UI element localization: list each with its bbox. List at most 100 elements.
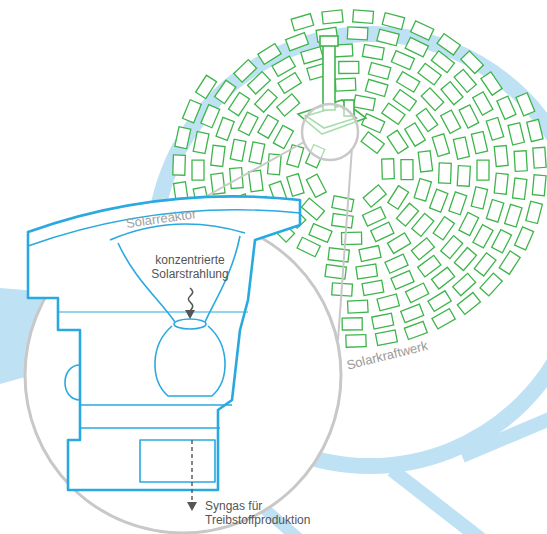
heliostat-mirror — [371, 222, 394, 241]
heliostat-mirror — [362, 45, 384, 60]
heliostat-mirror — [486, 118, 503, 141]
heliostat-mirror — [283, 205, 305, 228]
heliostat-mirror — [363, 207, 386, 226]
heliostat-mirror — [473, 225, 493, 248]
heliostat-mirror — [459, 105, 479, 128]
heliostat-mirror — [405, 37, 428, 57]
light-band — [260, 505, 300, 534]
heliostat-mirror — [391, 271, 414, 290]
heliostat-mirror — [471, 131, 487, 153]
heliostat-mirror — [278, 73, 301, 94]
light-band — [392, 470, 482, 534]
heliostat-mirror — [457, 166, 470, 187]
heliostat-mirror — [401, 304, 424, 322]
heliostat-mirror — [428, 291, 451, 312]
heliostat-mirror — [332, 283, 353, 296]
field-ring — [154, 34, 547, 466]
heliostat-mirror — [414, 178, 431, 201]
heliostat-mirror — [433, 217, 454, 240]
heliostat-mirror — [432, 134, 449, 157]
tower-shaft — [323, 44, 335, 110]
heliostat-mirror — [385, 254, 408, 273]
reactor-outline — [20, 180, 320, 534]
heliostat-mirror — [416, 108, 437, 131]
heliostat-mirror — [441, 110, 461, 133]
heliostat-mirror — [216, 117, 234, 140]
heliostat-mirror — [453, 273, 476, 295]
heliostat-mirror — [183, 100, 202, 123]
heliostat-mirror — [439, 163, 452, 183]
heliostat-mirror — [173, 155, 186, 175]
heliostat-mirror — [365, 79, 388, 96]
tower-platform — [298, 100, 366, 134]
solar-tower — [298, 36, 366, 134]
heliostat-mirror — [175, 127, 191, 149]
heliostat-mirror — [272, 56, 295, 76]
heliostat-mirror — [273, 125, 293, 148]
heliostat-mirror — [421, 88, 443, 111]
reactor-part — [65, 365, 80, 400]
heliostat-mirror — [347, 300, 368, 313]
reactor-aperture — [174, 319, 206, 329]
heliostat-mirror — [505, 204, 522, 227]
heliostat-mirror — [286, 33, 309, 51]
heliostat-mirror — [474, 253, 496, 276]
heliostat-mirror — [533, 147, 546, 168]
heliostat-mirror — [347, 27, 368, 40]
heliostat-mirror — [494, 173, 508, 194]
heliostat-mirror — [449, 192, 467, 215]
heliostat-mirror — [361, 132, 384, 154]
heliostat-mirror — [471, 187, 487, 209]
syngas-arrow — [191, 440, 192, 502]
heliostat-mirror — [480, 273, 502, 296]
reactor-part — [80, 427, 220, 428]
heliostat-mirror — [513, 178, 527, 199]
heliostat-mirror — [173, 182, 188, 204]
heliostat-mirror — [258, 44, 281, 65]
heliostat-mirror — [454, 69, 476, 92]
heliostat-mirror — [418, 151, 432, 172]
heliostat-mirror — [267, 154, 281, 175]
heliostat-mirror — [411, 21, 434, 40]
heliostat-mirror — [301, 198, 324, 220]
heliostat-mirror — [353, 95, 375, 111]
heliostat-mirror — [441, 82, 463, 105]
heliostat-mirror — [527, 119, 543, 141]
heliostat-mirror — [437, 34, 460, 55]
heliostat-mirror — [306, 174, 326, 197]
reactor-part — [80, 404, 232, 405]
heliostat-mirror — [322, 10, 343, 24]
heliostat-mirror — [368, 63, 390, 80]
heliostat-mirror — [301, 47, 324, 64]
heliostat-mirror — [248, 72, 271, 94]
heliostat-mirror — [287, 174, 304, 197]
power-plant-field: Solarkraftwerk — [145, 25, 547, 475]
heliostat-mirror — [412, 213, 434, 236]
heliostat-mirror — [255, 89, 277, 112]
heliostat-mirror — [211, 173, 225, 194]
magnifier-circle — [25, 217, 341, 533]
heliostat-mirror — [272, 220, 295, 243]
heliostat-mirror — [228, 92, 249, 115]
heliostat-mirror — [363, 185, 386, 207]
heliostat-mirror — [431, 51, 454, 73]
heliostat-mirror — [432, 267, 455, 289]
tower-building — [344, 100, 354, 116]
solar-reactor: Solarreaktorkonzentrierte Solarstrahlung — [20, 180, 320, 534]
heliostat-mirror — [291, 14, 314, 31]
heliostat-mirror — [353, 10, 374, 23]
reactor-part — [110, 224, 245, 240]
heliostat-mirror — [328, 248, 349, 262]
heliostat-mirror — [393, 90, 416, 111]
reactor-part — [28, 210, 300, 246]
heliostat-mirror — [397, 72, 420, 93]
heliostat-mirror — [215, 80, 236, 103]
heliostat-mirror — [297, 237, 320, 257]
heliostat-mirror — [396, 203, 418, 226]
heliostat-mirror — [362, 280, 384, 295]
heliostat-mirror — [341, 232, 361, 244]
reactor-part — [118, 243, 175, 322]
